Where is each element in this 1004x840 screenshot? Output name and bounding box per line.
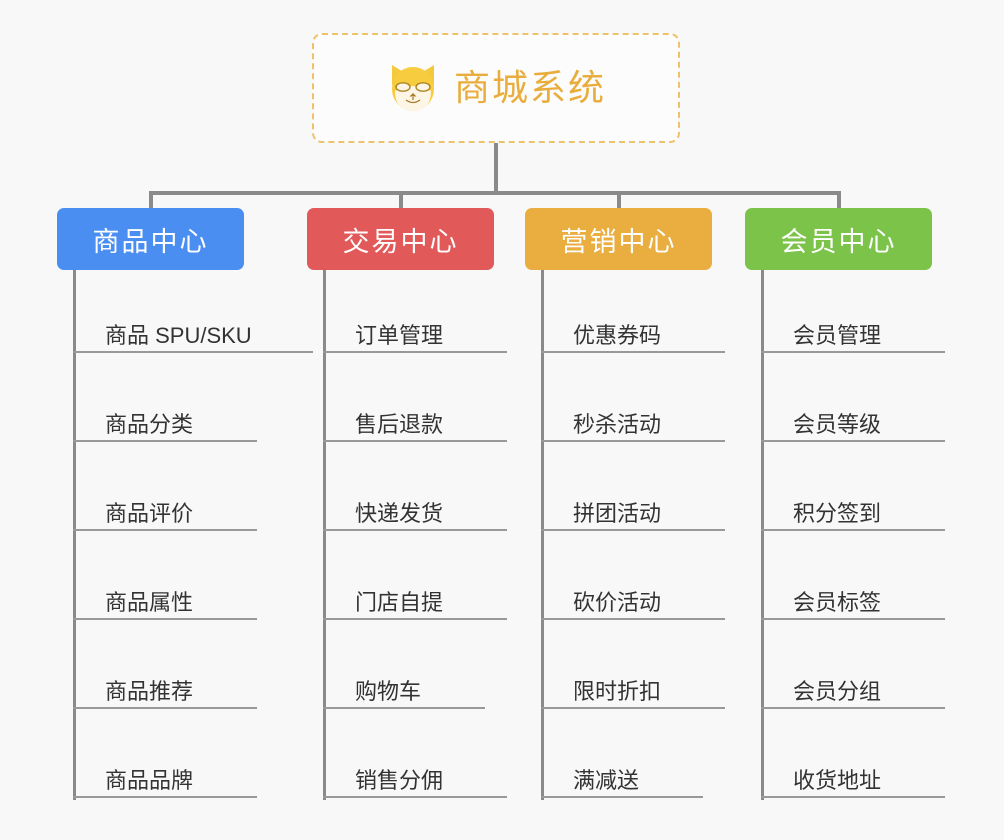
leaf-item-label: 门店自提 (355, 590, 444, 615)
leaf-item-label: 商品分类 (105, 412, 194, 437)
leaf-item-label: 销售分佣 (355, 768, 444, 793)
leaf-item-label: 会员等级 (793, 412, 882, 437)
leaf-item-label: 订单管理 (355, 323, 444, 348)
leaf-item-label: 收货地址 (793, 768, 882, 793)
leaf-item-label: 购物车 (355, 679, 422, 704)
leaf-item-label: 优惠券码 (573, 323, 662, 348)
leaf-item-underline (761, 707, 945, 709)
category-header-member-center[interactable]: 会员中心 (745, 208, 932, 270)
leaf-item-label: 会员分组 (793, 679, 882, 704)
category-label: 会员中心 (780, 226, 897, 257)
leaf-item-underline (73, 440, 257, 442)
category-label: 交易中心 (342, 226, 459, 257)
leaf-item-underline (323, 707, 485, 709)
category-header-trade-center[interactable]: 交易中心 (307, 208, 494, 270)
leaf-item-underline (541, 618, 725, 620)
connector-horizontal-bus (149, 191, 840, 195)
shiba-dog-face-icon (391, 65, 434, 111)
leaf-item-underline (73, 618, 257, 620)
leaf-item-label: 会员标签 (793, 590, 882, 615)
leaf-item-label: 会员管理 (793, 323, 882, 348)
leaf-item-underline (761, 529, 945, 531)
category-label: 商品中心 (92, 226, 209, 257)
category-header-marketing-center[interactable]: 营销中心 (525, 208, 712, 270)
leaf-item-underline (761, 351, 945, 353)
connector-drop-marketing-center (617, 191, 621, 210)
leaf-item-underline (323, 618, 507, 620)
connector-spine-marketing-center (541, 270, 544, 800)
leaf-item-label: 砍价活动 (573, 590, 662, 615)
leaf-item-label: 秒杀活动 (573, 412, 662, 437)
leaf-item-underline (761, 796, 945, 798)
root-node-shop-system[interactable]: 商城系统 (312, 33, 680, 143)
leaf-item-label: 商品评价 (105, 501, 194, 526)
leaf-item-label: 商品品牌 (105, 768, 194, 793)
leaf-item-underline (541, 707, 725, 709)
leaf-item-label: 商品属性 (105, 590, 194, 615)
leaf-item-label: 商品 SPU/SKU (105, 323, 252, 348)
leaf-item-underline (323, 351, 507, 353)
leaf-item-label: 拼团活动 (573, 501, 662, 526)
leaf-item-underline (73, 529, 257, 531)
leaf-item-underline (541, 351, 725, 353)
connector-drop-member-center (837, 191, 841, 210)
leaf-item-underline (541, 796, 703, 798)
leaf-item-underline (323, 796, 507, 798)
leaf-item-label: 快递发货 (355, 501, 444, 526)
leaf-item-label: 满减送 (573, 768, 640, 793)
leaf-item-label: 商品推荐 (105, 679, 194, 704)
connector-spine-product-center (73, 270, 76, 800)
leaf-item-underline (323, 440, 507, 442)
connector-drop-product-center (149, 191, 153, 210)
category-label: 营销中心 (560, 226, 677, 257)
connector-root-stem (494, 143, 498, 195)
leaf-item-underline (323, 529, 507, 531)
leaf-item-label: 限时折扣 (573, 679, 662, 704)
leaf-item-underline (73, 707, 257, 709)
root-title: 商城系统 (453, 67, 606, 108)
connector-spine-trade-center (323, 270, 326, 800)
connector-spine-member-center (761, 270, 764, 800)
leaf-item-underline (73, 351, 313, 353)
leaf-item-underline (761, 618, 945, 620)
leaf-item-label: 积分签到 (793, 501, 882, 526)
leaf-item-underline (73, 796, 257, 798)
leaf-item-underline (541, 529, 725, 531)
category-header-product-center[interactable]: 商品中心 (57, 208, 244, 270)
leaf-item-underline (761, 440, 945, 442)
connector-drop-trade-center (399, 191, 403, 210)
leaf-item-underline (541, 440, 725, 442)
leaf-item-label: 售后退款 (355, 412, 444, 437)
